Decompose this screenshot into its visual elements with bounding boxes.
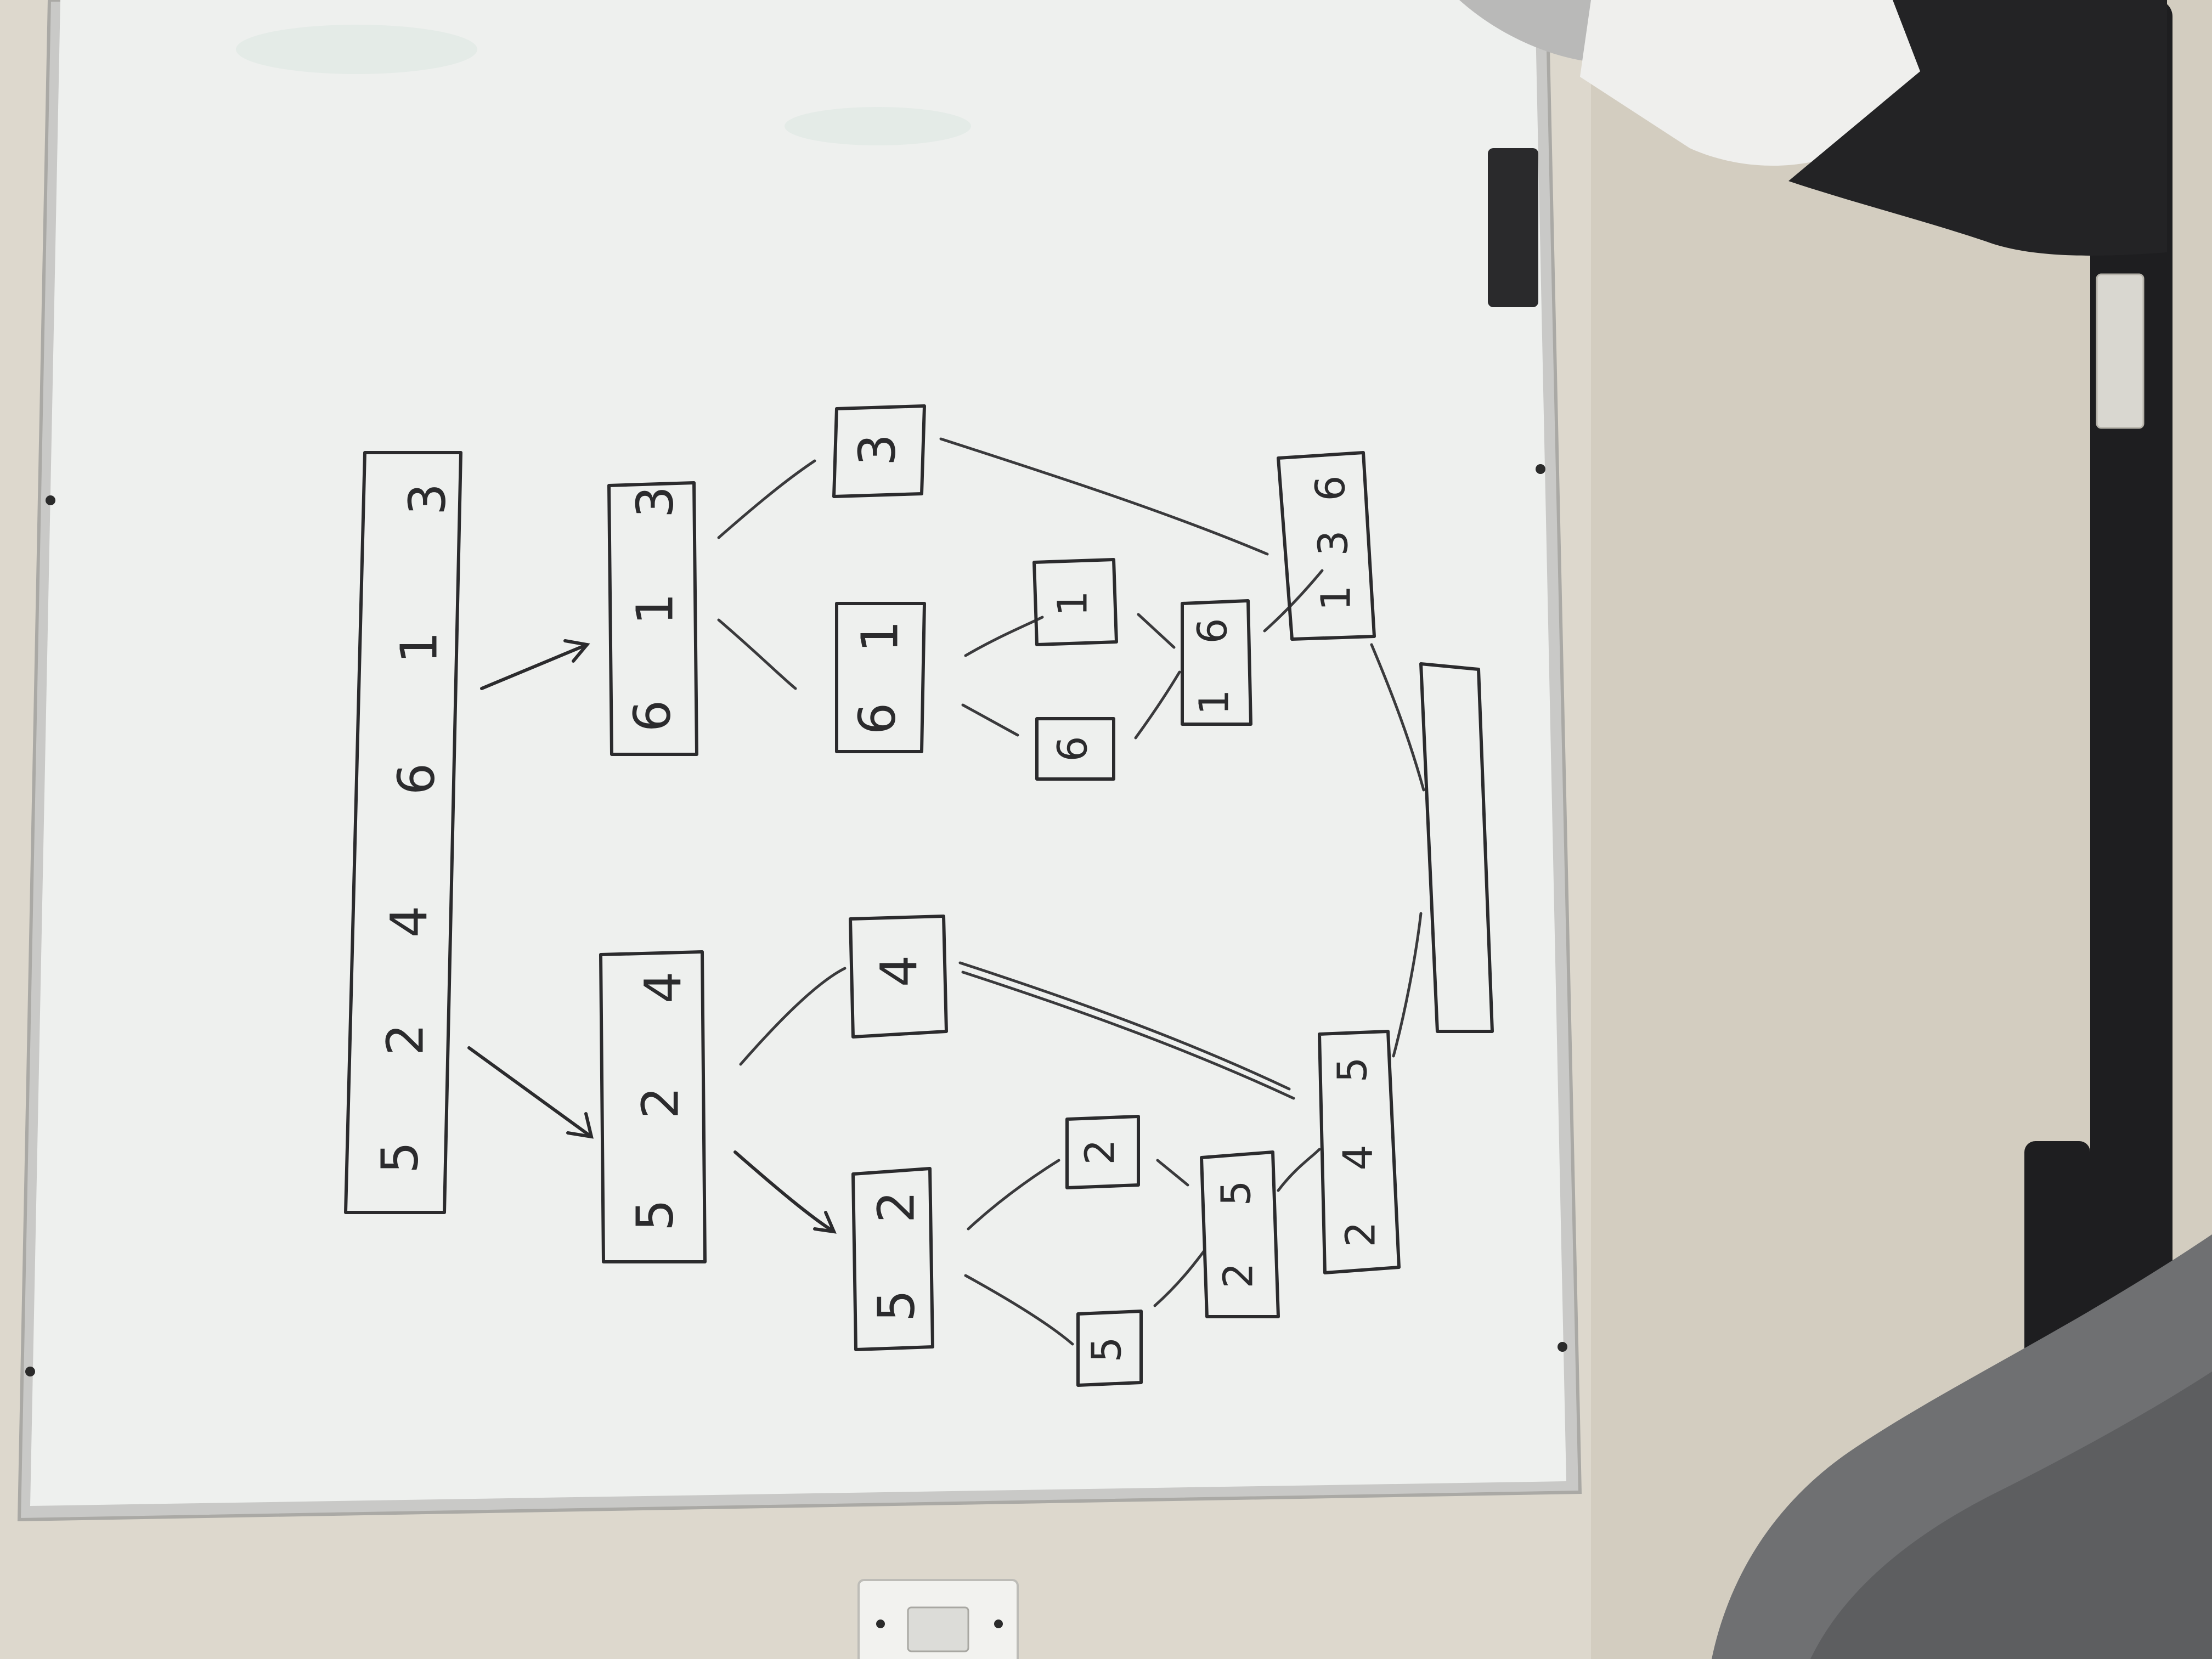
box-merged-245-digit: 2 xyxy=(1338,1221,1385,1247)
box-merged-16: 1 6 xyxy=(1181,599,1252,726)
box-left-half: 5 2 4 xyxy=(599,950,707,1263)
box-root-digit: 5 xyxy=(370,1142,429,1174)
eraser xyxy=(1488,148,1538,307)
line-leaf-2-to-merged-25 xyxy=(1156,1159,1189,1187)
line-right-pair-to-leaf-6 xyxy=(961,703,1019,737)
line-merged-25-to-merged-245 xyxy=(1277,1148,1321,1192)
box-right-single-digit: 3 xyxy=(848,434,906,466)
box-leaf-1: 1 xyxy=(1032,558,1118,646)
foreground-fleece xyxy=(1712,1234,2212,1659)
box-leaf-2: 2 xyxy=(1065,1115,1140,1189)
box-leaf-2-digit: 2 xyxy=(1077,1139,1124,1165)
box-merged-25-digit: 5 xyxy=(1213,1180,1260,1206)
line-right-single-to-merged-136 xyxy=(939,437,1269,556)
box-right-pair-digit: 6 xyxy=(848,703,906,735)
box-right-pair-digit: 1 xyxy=(850,620,909,653)
line-right-half-to-right-pair xyxy=(717,618,797,690)
line-merged-16-to-merged-136 xyxy=(1263,569,1324,633)
arrow-root-to-right xyxy=(480,643,589,690)
box-merged-245-digit: 5 xyxy=(1329,1057,1376,1082)
line-leaf-5-to-merged-25 xyxy=(1153,1249,1206,1307)
line-left-pair-to-leaf-2 xyxy=(967,1159,1060,1231)
box-left-pair: 5 2 xyxy=(851,1167,934,1351)
box-merged-25: 2 5 xyxy=(1200,1150,1280,1318)
box-left-single: 4 xyxy=(849,915,948,1039)
box-merged-136-digit: 3 xyxy=(1310,530,1357,556)
box-merged-136-digit: 1 xyxy=(1313,585,1360,611)
board-smudge xyxy=(785,107,971,145)
box-merged-16-digit: 6 xyxy=(1189,618,1237,644)
arrow-left-half-to-left-pair xyxy=(733,1150,836,1233)
box-root-digit: 6 xyxy=(387,763,445,795)
line-right-half-to-right-single xyxy=(717,459,816,539)
box-merged-25-digit: 2 xyxy=(1215,1262,1262,1288)
line-merged-136-to-final xyxy=(1370,643,1425,792)
line-merged-245-to-final xyxy=(1392,912,1423,1058)
wall-switch xyxy=(857,1579,1019,1659)
arrow-left-half-to-left-pair-head xyxy=(813,1211,837,1234)
box-left-pair-digit: 5 xyxy=(867,1290,926,1322)
box-leaf-1-digit: 1 xyxy=(1049,590,1097,616)
arrow-root-to-left-head xyxy=(566,1112,594,1139)
line-left-single-to-merged-245-double xyxy=(961,970,1295,1100)
box-left-half-digit: 5 xyxy=(625,1199,684,1232)
box-merged-136: 1 3 6 xyxy=(1277,451,1376,641)
box-merged-16-digit: 1 xyxy=(1191,689,1238,715)
line-left-single-to-merged-245 xyxy=(958,961,1291,1091)
arrow-root-to-right-head xyxy=(563,639,590,663)
box-leaf-5: 5 xyxy=(1076,1310,1143,1387)
screw xyxy=(1558,1342,1567,1352)
box-leaf-5-digit: 5 xyxy=(1084,1336,1131,1362)
screw xyxy=(46,495,55,505)
screw xyxy=(25,1367,35,1376)
line-leaf-1-to-merged-16 xyxy=(1137,613,1176,649)
box-root-digit: 1 xyxy=(390,631,448,664)
box-left-half-digit: 4 xyxy=(634,972,692,1004)
box-right-half-digit: 3 xyxy=(625,486,684,518)
screw xyxy=(1536,464,1545,474)
box-left-pair-digit: 2 xyxy=(867,1191,926,1223)
box-root-digit: 2 xyxy=(376,1024,435,1056)
box-right-single: 3 xyxy=(832,404,926,498)
box-left-half-digit: 2 xyxy=(631,1087,690,1119)
connectors xyxy=(467,437,1425,1346)
box-right-half-digit: 6 xyxy=(623,700,681,732)
box-merged-245: 2 4 5 xyxy=(1318,1030,1401,1274)
box-right-half: 6 1 3 xyxy=(607,481,698,756)
box-final-empty xyxy=(1419,662,1494,1033)
board-smudge xyxy=(236,25,477,74)
diagram-boxes: 5 2 4 6 1 3 5 2 4 6 1 3 5 2 4 xyxy=(344,404,1494,1387)
box-merged-136-digit: 6 xyxy=(1307,475,1355,501)
whiteboard-surface xyxy=(30,0,1566,1506)
box-right-pair: 6 1 xyxy=(835,602,926,753)
box-right-half-digit: 1 xyxy=(625,593,684,625)
line-left-pair-to-leaf-5 xyxy=(964,1274,1074,1346)
line-leaf-6-to-merged-16 xyxy=(1134,670,1181,740)
box-merged-245-digit: 4 xyxy=(1335,1144,1382,1170)
line-left-half-to-left-single xyxy=(739,967,847,1066)
box-leaf-6-digit: 6 xyxy=(1049,736,1097,761)
box-left-single-digit: 4 xyxy=(870,955,928,988)
chair xyxy=(2024,0,2172,1372)
box-root-digit: 3 xyxy=(398,483,456,516)
box-leaf-6: 6 xyxy=(1035,717,1115,781)
person-sleeve xyxy=(1459,0,2167,256)
box-root: 5 2 4 6 1 3 xyxy=(344,451,462,1214)
arrow-root-to-left xyxy=(467,1046,593,1138)
box-root-digit: 4 xyxy=(380,906,438,938)
